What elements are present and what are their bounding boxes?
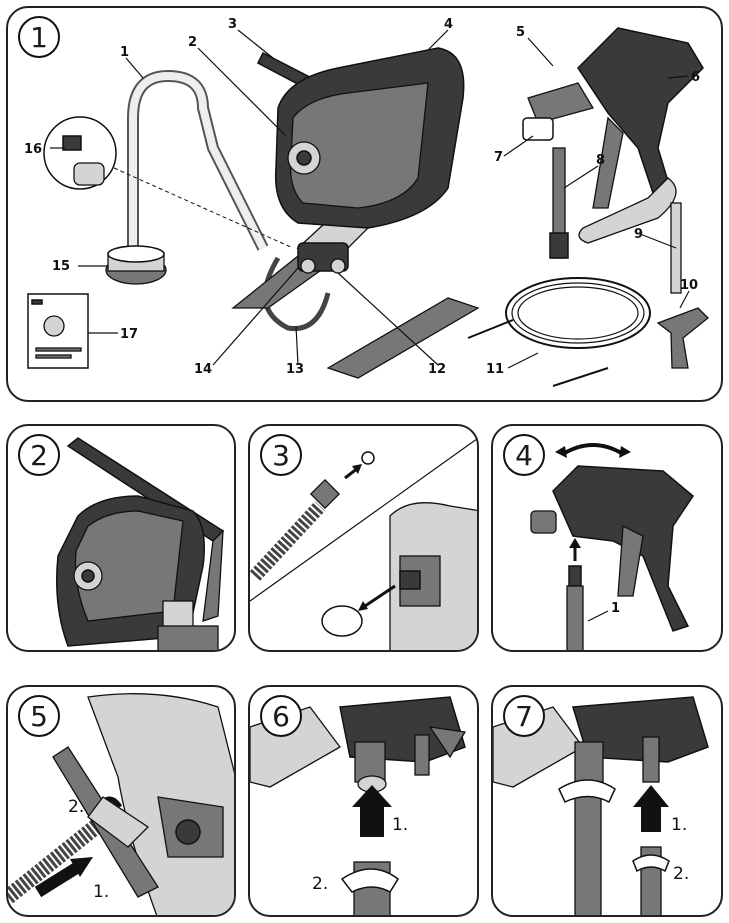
callout-7: 7: [494, 150, 503, 165]
callout-4-1: 1: [611, 601, 620, 616]
handle-fold-illustration: [56, 437, 225, 650]
instruction-7-1: 1.: [671, 815, 687, 835]
instruction-7-2: 2.: [673, 864, 689, 884]
panel-step-4: 4 1: [491, 424, 723, 652]
panel-step-1: 1: [6, 6, 723, 402]
instruction-6-2: 2.: [312, 874, 328, 894]
instruction-5-1: 1.: [93, 882, 109, 902]
callout-1: 1: [120, 45, 129, 60]
step-number-3: 3: [260, 434, 302, 476]
step-number-7: 7: [503, 695, 545, 737]
step-number-2: 2: [18, 434, 60, 476]
callout-5: 5: [516, 25, 525, 40]
step-number-1: 1: [18, 16, 60, 58]
spray-gun: [577, 27, 704, 210]
instruction-6-1: 1.: [392, 815, 408, 835]
panel-step-2: 2: [6, 424, 236, 652]
panel-step-3: 3: [248, 424, 479, 652]
tip-guard: [656, 307, 709, 369]
callout-4: 4: [444, 17, 453, 32]
instruction-5-2: 2.: [68, 797, 84, 817]
callout-8: 8: [596, 153, 605, 168]
callout-14: 14: [194, 362, 212, 377]
callout-16: 16: [24, 142, 42, 157]
step-number-4: 4: [503, 434, 545, 476]
panel-step-6: 6 1. 2.: [248, 685, 479, 917]
step-number-5: 5: [18, 695, 60, 737]
callout-11: 11: [486, 362, 504, 377]
parts-overview-illustration: 1 2 3 4 5 6 7 8 9 10 11 12 13 14 15 16 1…: [24, 17, 709, 387]
suction-tube-connect-illustration: 1. 2.: [250, 696, 467, 915]
cap-removal-illustration: [250, 438, 477, 650]
high-pressure-hose: [505, 277, 651, 349]
panel-step-5: 5 2. 1.: [6, 685, 236, 917]
callout-10: 10: [680, 278, 698, 293]
hose-tighten-illustration: 2. 1.: [8, 693, 234, 915]
callout-12: 12: [428, 362, 446, 377]
callout-9: 9: [634, 227, 643, 242]
callout-13: 13: [286, 362, 304, 377]
panel-step-7: 7 1. 2.: [491, 685, 723, 917]
suction-tube: [127, 69, 269, 251]
callout-15: 15: [52, 259, 70, 274]
step-number-6: 6: [260, 695, 302, 737]
callout-3: 3: [228, 17, 237, 32]
gun-extension-illustration: 1: [530, 443, 694, 650]
callout-2: 2: [188, 35, 197, 50]
callout-6: 6: [691, 70, 700, 85]
callout-17: 17: [120, 327, 138, 342]
